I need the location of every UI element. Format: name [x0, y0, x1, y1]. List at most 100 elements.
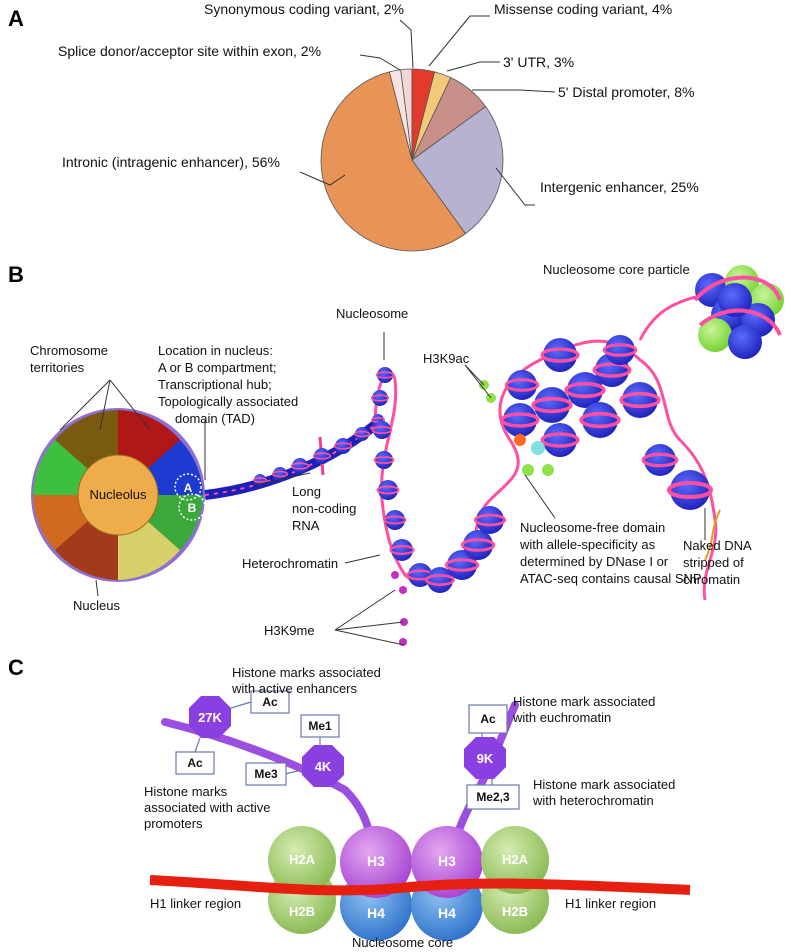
- nucleosome-beads: [252, 335, 713, 593]
- h3-left-label: H3: [367, 853, 385, 869]
- nucleosome-bead: [385, 510, 405, 530]
- h4-right-label: H4: [438, 905, 456, 921]
- mark-box-me3: Me3: [245, 762, 287, 786]
- nucleus-label: Nucleus: [73, 598, 120, 613]
- residue-9k-label: 9K: [477, 751, 494, 766]
- heterochromatin-mark-label-2: with heterochromatin: [532, 793, 654, 808]
- active-promoters-label-1: Histone marks: [144, 784, 228, 799]
- leader-synonymous: [399, 19, 414, 69]
- mark-me1-label: Me1: [308, 719, 332, 733]
- residue-4k-label: 4K: [315, 759, 332, 774]
- nucleosome-bead: [314, 448, 330, 464]
- nucleosome-bead: [463, 530, 493, 560]
- dna-wrap: [290, 462, 310, 470]
- dna-wrap: [592, 362, 632, 378]
- leader-intronic: [299, 171, 346, 186]
- h2b-left-label: H2B: [289, 904, 315, 919]
- nfd-label-4: ATAC-seq contains causal SNP: [520, 571, 702, 586]
- h3k9me-marks: [391, 571, 408, 646]
- dna-wrap: [371, 425, 393, 435]
- dna-wrap: [473, 513, 507, 527]
- h1-linker-left-label: H1 linker region: [150, 896, 241, 911]
- nucleosome-bead: [507, 370, 537, 400]
- dna-wrap: [540, 432, 580, 448]
- lncrna-label-1: Long: [292, 484, 321, 499]
- residue-4k: 4K: [302, 745, 344, 787]
- active-promoters-label-2: associated with active: [144, 800, 270, 815]
- mark-ac-27k-label: Ac: [262, 695, 278, 709]
- nucleosome-bead: [273, 467, 287, 481]
- location-label-5: domain (TAD): [175, 411, 255, 426]
- pie-slice-5: [320, 71, 467, 252]
- location-label-1: Location in nucleus:: [158, 343, 273, 358]
- dna-wrap: [375, 371, 395, 379]
- nucleosome-bead: [391, 539, 413, 561]
- residue-27k-label: 27K: [198, 710, 222, 725]
- dna-wrap: [619, 391, 661, 409]
- h1-linker-right-label: H1 linker region: [565, 896, 656, 911]
- nfd-label-3: determined by DNase I or: [520, 554, 669, 569]
- naked-dna-label-3: chromatin: [683, 572, 740, 587]
- dna-wrap: [333, 442, 353, 450]
- label-missense: Missense coding variant, 4%: [494, 1, 672, 17]
- pie-slice-6: [388, 69, 413, 161]
- h3-left: [340, 826, 412, 898]
- dna-wrap: [564, 381, 606, 399]
- nucleosome-bead: [372, 390, 388, 406]
- active-enhancers-label-1: Histone marks associated: [232, 665, 381, 680]
- nucleosome-bead: [644, 444, 676, 476]
- nucleosome-bead: [503, 403, 537, 437]
- panel-b-labels: Nucleosome core particle Nucleosome H3K9…: [30, 262, 752, 638]
- nucleosome-core-particle-label: Nucleosome core particle: [543, 262, 690, 277]
- mark-connectors: [194, 701, 493, 785]
- panel-a-label: A: [8, 6, 24, 31]
- dna-wrap: [504, 378, 540, 392]
- leader-intergenic: [495, 167, 535, 206]
- h3k9me-label: H3K9me: [264, 623, 315, 638]
- dna-strand: [149, 875, 691, 896]
- nfd-label-2: with allele-specificity as: [519, 537, 656, 552]
- nucleosome-bead: [427, 567, 453, 593]
- dna-wrap: [370, 394, 390, 402]
- nucleosome-core-particle: [693, 265, 784, 359]
- euchromatin-label-1: Histone mark associated: [513, 694, 655, 709]
- leader-splice: [359, 54, 401, 71]
- dna-wrap: [425, 574, 455, 586]
- panel-c-label: C: [8, 655, 24, 680]
- leader-5distal: [472, 89, 556, 93]
- histone-labels: H2A H2B H3 H4 H3 H4 H2A H2B: [289, 852, 529, 921]
- nfd-label-1: Nucleosome-free domain: [520, 520, 665, 535]
- h2a-right-label: H2A: [502, 852, 529, 867]
- mark-ac-9k-label: Ac: [480, 712, 496, 726]
- label-intergenic: Intergenic enhancer, 25%: [540, 179, 699, 195]
- label-intronic: Intronic (intragenic enhancer), 56%: [62, 154, 280, 170]
- naked-dna-label-1: Naked DNA: [683, 538, 752, 553]
- nucleosome-bead: [543, 338, 577, 372]
- h3k9ac-label: H3K9ac: [423, 351, 470, 366]
- dna-wrap: [252, 477, 268, 483]
- dna-wrap: [460, 538, 496, 552]
- h2a-left: [268, 826, 336, 894]
- h2a-left-label: H2A: [289, 852, 316, 867]
- nucleosome-bead: [670, 470, 710, 510]
- nucleus-illustration: Nucleolus A B: [31, 408, 206, 582]
- nucleosome-bead: [534, 387, 570, 423]
- chromosome-territories-label-2: territories: [30, 360, 85, 375]
- dna-wrap: [376, 485, 400, 495]
- heterochromatin-mark-label-1: Histone mark associated: [533, 777, 675, 792]
- nucleosome-label: Nucleosome: [336, 306, 408, 321]
- label-synonymous: Synonymous coding variant, 2%: [204, 1, 404, 17]
- h2a-right: [481, 826, 549, 894]
- pie-slice-4: [411, 105, 504, 235]
- h4-left-label: H4: [367, 905, 385, 921]
- lncrna-label-3: RNA: [292, 518, 320, 533]
- nucleosome-bead: [543, 423, 577, 457]
- nucleosome-core-label: Nucleosome core: [352, 935, 453, 950]
- leader-3utr: [446, 61, 500, 72]
- nucleosome-bead: [355, 427, 369, 441]
- compartment-a-label: A: [184, 481, 193, 495]
- h3-right-label: H3: [438, 853, 456, 869]
- mark-box-me23: Me2,3: [466, 784, 520, 810]
- mark-box-me1: Me1: [300, 714, 340, 738]
